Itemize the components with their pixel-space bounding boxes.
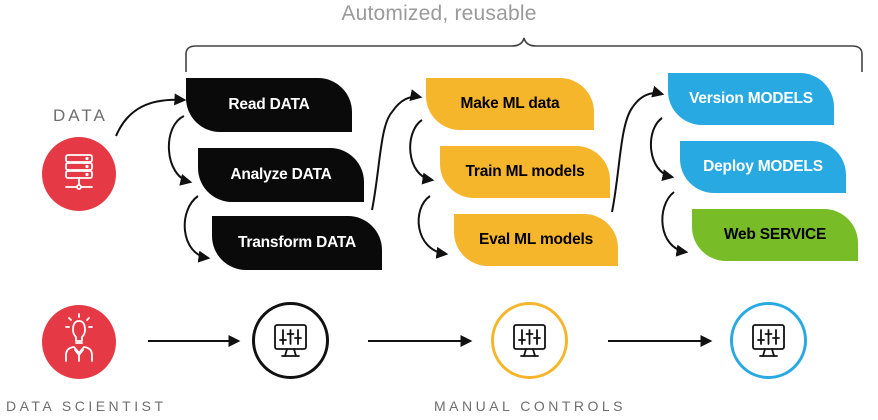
make-to-train-arrow xyxy=(409,119,435,185)
deploy-to-web-arrow xyxy=(661,191,689,257)
step-analyze-data: Analyze DATA xyxy=(198,148,364,202)
version-to-deploy-arrow xyxy=(649,117,675,181)
data-source-circle xyxy=(42,137,116,211)
analyze-to-transform-arrow xyxy=(183,195,211,263)
automation-label: Automized, reusable xyxy=(341,2,537,25)
manual-control-circle-2 xyxy=(491,302,568,379)
data-scientist-label: DATA SCIENTIST xyxy=(6,398,167,414)
step-deploy-models: Deploy MODELS xyxy=(680,141,846,193)
step-eval-ml-models: Eval ML models xyxy=(454,214,618,266)
step-web-service: Web SERVICE xyxy=(692,209,858,261)
manual-controls-label: MANUAL CONTROLS xyxy=(434,398,627,414)
step-read-data: Read DATA xyxy=(186,78,352,132)
eval-to-version-arrow xyxy=(611,85,665,213)
read-to-analyze-arrow xyxy=(167,115,193,186)
manual-control-circle-1 xyxy=(252,302,329,379)
data-to-read-arrow xyxy=(115,93,187,137)
step-make-ml-data: Make ML data xyxy=(426,78,594,130)
data-label: DATA xyxy=(53,106,108,125)
step-transform-data: Transform DATA xyxy=(212,216,382,270)
monitor-sliders-icon xyxy=(752,324,785,357)
manual-control-circle-3 xyxy=(730,302,807,379)
transform-to-make-arrow xyxy=(371,89,423,211)
step-version-models: Version MODELS xyxy=(668,73,834,125)
database-icon xyxy=(65,154,93,190)
reusable-brace xyxy=(185,37,863,72)
scientist-lightbulb-icon xyxy=(65,313,93,362)
monitor-sliders-icon xyxy=(274,324,307,357)
train-to-eval-arrow xyxy=(417,195,449,259)
data-scientist-circle xyxy=(42,305,116,379)
monitor-sliders-icon xyxy=(513,324,546,357)
step-train-ml-models: Train ML models xyxy=(440,146,610,198)
